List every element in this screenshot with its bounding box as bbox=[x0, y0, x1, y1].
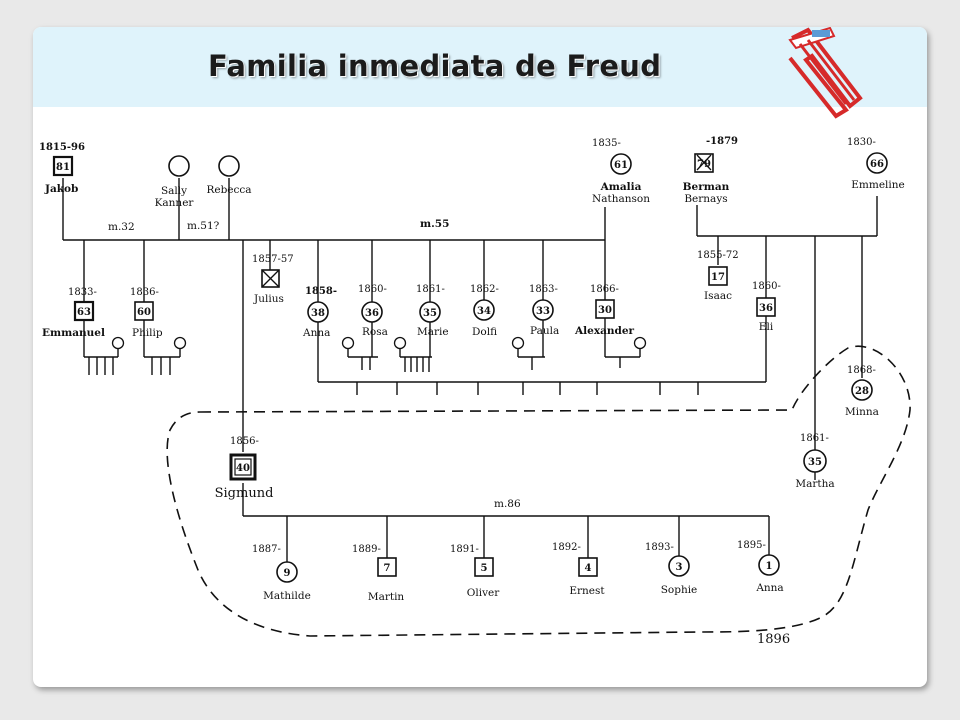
anna-sister-age: 38 bbox=[311, 308, 325, 319]
sophie-age: 3 bbox=[676, 562, 683, 573]
sophie-name: Sophie bbox=[661, 584, 698, 596]
jakob-age: 81 bbox=[56, 162, 70, 173]
emmeline-years: 1830- bbox=[847, 137, 876, 148]
sally-name-1: Sally bbox=[161, 185, 187, 197]
marriage-m32: m.32 bbox=[108, 221, 135, 233]
paula-name: Paula bbox=[530, 325, 559, 337]
berman-name-1: Berman bbox=[683, 181, 730, 193]
dolfi-years: 1862- bbox=[470, 284, 499, 295]
berman-years: -1879 bbox=[706, 136, 738, 147]
rosa-name: Rosa bbox=[362, 326, 388, 338]
dolfi-age: 34 bbox=[477, 306, 491, 317]
emmanuel-name: Emmanuel bbox=[42, 327, 105, 339]
martin-name: Martin bbox=[368, 591, 405, 603]
ernest-age: 4 bbox=[585, 563, 592, 574]
page-title: Familia inmediata de Freud bbox=[208, 49, 662, 83]
rosa-years: 1860- bbox=[358, 284, 387, 295]
eli-name: Eli bbox=[759, 321, 774, 333]
marriage-m86: m.86 bbox=[494, 498, 521, 510]
emmanuel-age: 63 bbox=[77, 307, 91, 318]
sigmund-name: Sigmund bbox=[215, 486, 274, 501]
isaac-age: 17 bbox=[711, 272, 725, 283]
sigmund-years: 1856- bbox=[230, 436, 259, 447]
marriage-m55: m.55 bbox=[420, 218, 449, 230]
alexander-name: Alexander bbox=[574, 325, 635, 337]
rebecca-name: Rebecca bbox=[206, 184, 251, 196]
martin-years: 1889- bbox=[352, 544, 381, 555]
rosa-age: 36 bbox=[365, 308, 379, 319]
alexander-age: 30 bbox=[598, 305, 612, 316]
slide: Familia inmediata de Freud bbox=[33, 27, 927, 687]
alexander-years: 1866- bbox=[590, 284, 619, 295]
jakob-name: Jakob bbox=[44, 183, 78, 195]
julius-name: Julius bbox=[253, 293, 284, 305]
mathilde-age: 9 bbox=[284, 568, 291, 579]
mathilde-years: 1887- bbox=[252, 544, 281, 555]
ernest-name: Ernest bbox=[569, 585, 605, 597]
mathilde-name: Mathilde bbox=[263, 590, 311, 602]
oliver-years: 1891- bbox=[450, 544, 479, 555]
amalia-name-2: Nathanson bbox=[592, 193, 650, 205]
martha-age: 35 bbox=[808, 457, 822, 468]
oliver-age: 5 bbox=[481, 563, 488, 574]
eli-years: 1860- bbox=[752, 281, 781, 292]
jakob-years: 1815-96 bbox=[39, 142, 85, 153]
anna-daughter-years: 1895- bbox=[737, 540, 766, 551]
oliver-name: Oliver bbox=[467, 587, 500, 599]
eli-age: 36 bbox=[759, 303, 773, 314]
dolfi-name: Dolfi bbox=[472, 326, 497, 338]
julius-years: 1857-57 bbox=[252, 254, 294, 265]
emmeline-name: Emmeline bbox=[851, 179, 904, 191]
pedigree-diagram: 1815-96 81 Jakob Sally Kanner Rebecca m.… bbox=[39, 136, 911, 647]
minna-age: 28 bbox=[855, 386, 869, 397]
philip-years: 1836- bbox=[130, 287, 159, 298]
anna-sister-years: 1858- bbox=[305, 286, 337, 297]
footer-year: 1896 bbox=[757, 632, 790, 647]
anna-daughter-age: 1 bbox=[766, 561, 773, 572]
emmeline-age: 66 bbox=[870, 159, 884, 170]
paula-years: 1863- bbox=[529, 284, 558, 295]
martin-age: 7 bbox=[384, 563, 391, 574]
anna-sister-name: Anna bbox=[302, 327, 330, 339]
marie-age: 35 bbox=[423, 308, 437, 319]
berman-name-2: Bernays bbox=[684, 193, 727, 205]
marie-name: Marie bbox=[417, 326, 449, 338]
anna-daughter-name: Anna bbox=[755, 582, 783, 594]
isaac-name: Isaac bbox=[704, 290, 732, 302]
ernest-years: 1892- bbox=[552, 542, 581, 553]
sigmund-age: 40 bbox=[236, 463, 250, 474]
paula-age: 33 bbox=[536, 306, 550, 317]
philip-name: Philip bbox=[132, 327, 163, 339]
minna-years: 1868- bbox=[847, 365, 876, 376]
paperclip-logo-icon bbox=[788, 27, 863, 119]
marriage-m51: m.51? bbox=[187, 220, 220, 232]
amalia-name-1: Amalia bbox=[600, 181, 642, 193]
isaac-years: 1855-72 bbox=[697, 250, 739, 261]
amalia-years: 1835- bbox=[592, 138, 621, 149]
berman-age: 79 bbox=[697, 159, 711, 170]
sophie-years: 1893- bbox=[645, 542, 674, 553]
martha-years: 1861- bbox=[800, 433, 829, 444]
header-band bbox=[33, 27, 927, 107]
sally-name-2: Kanner bbox=[155, 197, 195, 209]
emmanuel-years: 1833- bbox=[68, 287, 97, 298]
philip-age: 60 bbox=[137, 307, 151, 318]
marie-years: 1861- bbox=[416, 284, 445, 295]
amalia-age: 61 bbox=[614, 160, 628, 171]
martha-name: Martha bbox=[795, 478, 834, 490]
minna-name: Minna bbox=[845, 406, 879, 418]
